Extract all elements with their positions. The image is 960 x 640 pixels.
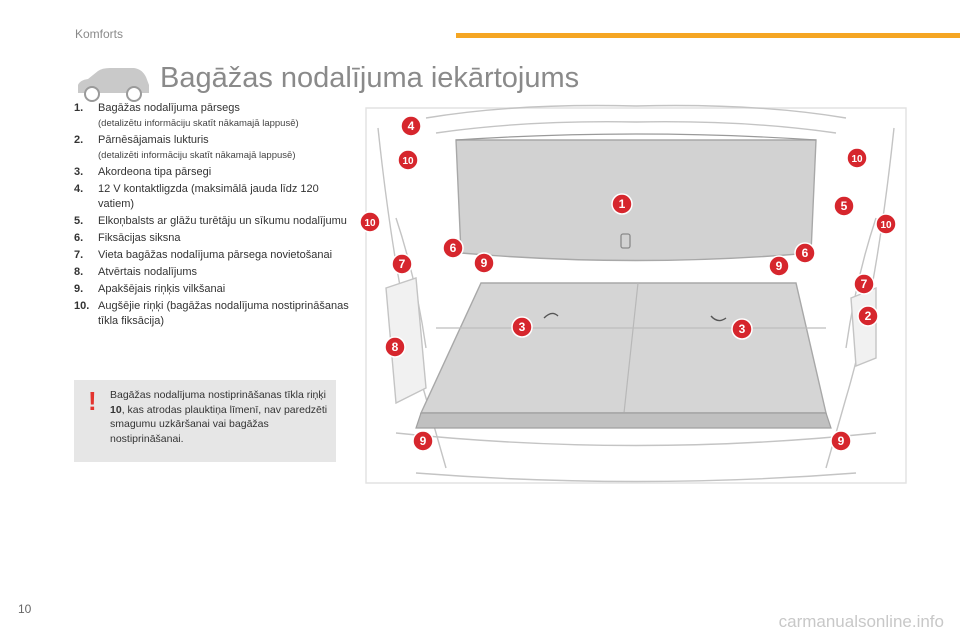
warning-icon: ! xyxy=(88,386,97,417)
callout-10: 10 xyxy=(364,218,376,229)
car-icon xyxy=(74,63,152,103)
callout-2: 2 xyxy=(865,309,872,323)
legend-item: 3.Akordeona tipa pārsegi xyxy=(74,165,354,180)
legend-item: 9.Apakšējais riņķis vilkšanai xyxy=(74,282,354,297)
callout-5: 5 xyxy=(841,199,848,213)
callout-9: 9 xyxy=(481,256,488,270)
page-number: 10 xyxy=(18,602,31,616)
callout-7: 7 xyxy=(399,257,406,271)
callout-10: 10 xyxy=(851,154,863,165)
callout-3: 3 xyxy=(519,320,526,334)
page-title: Bagāžas nodalījuma iekārtojums xyxy=(160,62,579,95)
warning-text: Bagāžas nodalījuma nostiprināšanas tīkla… xyxy=(110,388,328,446)
watermark: carmanualsonline.info xyxy=(779,612,944,632)
legend-item: 1.Bagāžas nodalījuma pārsegs(detalizētu … xyxy=(74,101,354,131)
callout-7: 7 xyxy=(861,277,868,291)
legend-list: 1.Bagāžas nodalījuma pārsegs(detalizētu … xyxy=(74,101,354,331)
header-accent-bar xyxy=(456,33,960,38)
callout-3: 3 xyxy=(739,322,746,336)
legend-item: 4.12 V kontaktligzda (maksimālā jauda lī… xyxy=(74,182,354,212)
callout-1: 1 xyxy=(619,197,626,211)
callout-6: 6 xyxy=(802,246,809,260)
legend-item: 8.Atvērtais nodalījums xyxy=(74,265,354,280)
callout-10: 10 xyxy=(880,220,892,231)
callout-4: 4 xyxy=(408,119,415,133)
section-label: Komforts xyxy=(75,27,123,41)
trunk-illustration: 1 2 3 3 4 5 6 6 7 7 8 9 9 9 9 10 10 10 1… xyxy=(356,98,916,490)
legend-item: 6.Fiksācijas siksna xyxy=(74,231,354,246)
callout-6: 6 xyxy=(450,241,457,255)
legend-item: 7.Vieta bagāžas nodalījuma pārsega novie… xyxy=(74,248,354,263)
legend-item: 10.Augšējie riņķi (bagāžas nodalījuma no… xyxy=(74,299,354,329)
callout-9: 9 xyxy=(838,434,845,448)
legend-item: 5.Elkoņbalsts ar glāžu turētāju un sīkum… xyxy=(74,214,354,229)
callout-9: 9 xyxy=(420,434,427,448)
legend-item: 2.Pārnēsājamais lukturis(detalizēti info… xyxy=(74,133,354,163)
warning-box: ! Bagāžas nodalījuma nostiprināšanas tīk… xyxy=(74,380,336,462)
callout-8: 8 xyxy=(392,340,399,354)
callout-9: 9 xyxy=(776,259,783,273)
callout-10: 10 xyxy=(402,156,414,167)
